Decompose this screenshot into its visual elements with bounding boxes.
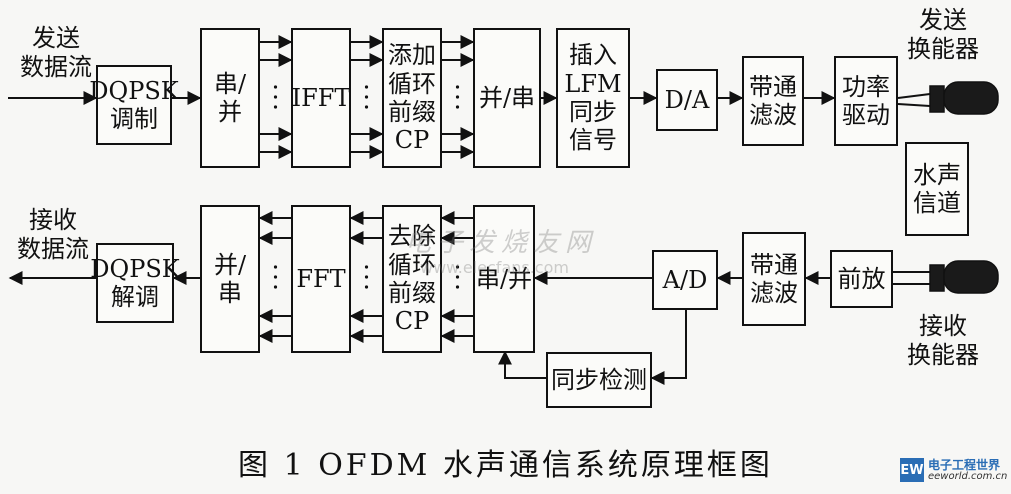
cp-to-ps-ellipsis-dot <box>455 95 460 99</box>
rx-serial-to-parallel-block: 串/并 <box>473 205 535 353</box>
fft-to-ps-ellipsis-dot <box>273 265 278 269</box>
tx-cable-1 <box>897 93 931 99</box>
ifft-to-cp-ellipsis-dot <box>364 85 369 89</box>
sp-to-cp-ellipsis-dot <box>455 275 460 279</box>
tx-transducer-cap-icon <box>929 85 945 113</box>
sync-detection-block: 同步检测 <box>546 352 652 408</box>
insert-lfm-sync-block: 插入 LFM 同步 信号 <box>556 28 630 168</box>
parallel-arrow-groups <box>258 35 475 343</box>
eeworld-logo-url: eeworld.com.cn <box>928 471 1008 482</box>
fft-to-ps-ellipsis-dot <box>273 285 278 289</box>
dqpsk-modulation-block: DQPSK 调制 <box>89 65 179 145</box>
sp-to-ifft-ellipsis-dot <box>273 105 278 109</box>
rx-transducer-icon <box>943 260 999 294</box>
da-converter-block: D/A <box>656 69 718 131</box>
remove-cyclic-prefix-block: 去除 循环 前缀 CP <box>382 205 442 353</box>
arrow-sync-to-sp <box>498 350 546 379</box>
sp-to-cp-ellipsis-dot <box>455 265 460 269</box>
cp-to-ps-ellipsis-dot <box>455 105 460 109</box>
receive-transducer-label: 接收 换能器 <box>907 312 979 369</box>
cp-to-fft-ellipsis-dot <box>364 285 369 289</box>
tx-cable-2 <box>897 103 931 107</box>
add-cyclic-prefix-block: 添加 循环 前缀 CP <box>382 28 442 168</box>
watermark-text: 电子发烧友网 <box>405 228 598 258</box>
rx-transducer-cap-icon <box>929 264 945 292</box>
send-data-label: 发送 数据流 <box>20 24 92 81</box>
rx-bandpass-filter-block: 带通 滤波 <box>742 232 806 326</box>
arrow-ad-to-sync <box>650 310 687 385</box>
cp-to-ps-ellipsis-dot <box>455 85 460 89</box>
tx-transducer-icon <box>943 81 999 115</box>
watermark-url: www.elecfans.com <box>420 258 569 277</box>
power-drive-block: 功率 驱动 <box>834 56 898 146</box>
eeworld-logo-name: 电子工程世界 <box>928 458 1001 472</box>
sp-to-cp-ellipsis-dot <box>455 285 460 289</box>
ifft-to-cp-ellipsis-dot <box>364 105 369 109</box>
transducer-icons <box>929 81 999 294</box>
eeworld-logo-icon: EW <box>900 458 924 482</box>
sp-to-ifft-ellipsis-dot <box>273 95 278 99</box>
eeworld-logo: EW 电子工程世界 eeworld.com.cn <box>900 456 1008 488</box>
ad-converter-block: A/D <box>652 250 718 310</box>
preamplifier-block: 前放 <box>830 250 893 308</box>
dqpsk-demodulation-block: DQPSK 解调 <box>90 243 180 323</box>
send-transducer-label: 发送 换能器 <box>907 6 979 63</box>
cp-to-fft-ellipsis-dot <box>364 275 369 279</box>
ifft-block: IFFT <box>291 28 351 168</box>
rx-parallel-to-serial-block: 并/串 <box>200 205 260 353</box>
parallel-to-serial-block: 并/串 <box>473 28 541 168</box>
sp-to-ifft-ellipsis-dot <box>273 85 278 89</box>
cp-to-fft-ellipsis-dot <box>364 265 369 269</box>
receive-data-label: 接收 数据流 <box>17 206 89 263</box>
ifft-to-cp-ellipsis-dot <box>364 95 369 99</box>
figure-caption: 图 1 OFDM 水声通信系统原理框图 <box>238 448 773 483</box>
fft-block: FFT <box>291 205 351 353</box>
tx-bandpass-filter-block: 带通 滤波 <box>742 56 804 146</box>
serial-to-parallel-block: 串/并 <box>200 28 260 168</box>
underwater-channel-block: 水声 信道 <box>905 142 969 236</box>
fft-to-ps-ellipsis-dot <box>273 275 278 279</box>
